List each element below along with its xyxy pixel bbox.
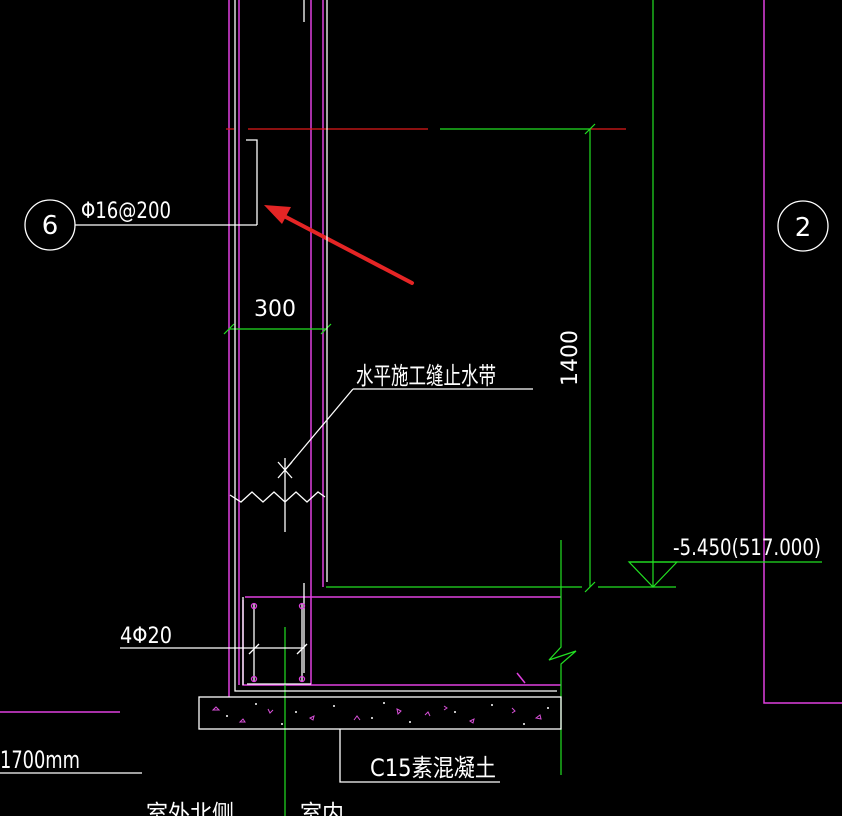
hatch-dot <box>409 721 411 723</box>
grid-axis-2-label: 2 <box>795 213 812 243</box>
grid-axis-6-label: 6 <box>42 211 59 241</box>
dim-width-label: 300 <box>254 297 296 322</box>
hatch-dot <box>371 717 373 719</box>
bottom-rebar-label: 4Φ20 <box>120 624 172 649</box>
rebar-dot <box>250 675 258 683</box>
length-label: 1700mm <box>0 746 80 774</box>
hatch-dot <box>454 711 456 713</box>
hatch-dot <box>523 723 525 725</box>
wall-outline-magenta <box>0 0 842 713</box>
hatch-dot <box>281 723 283 725</box>
elevation-label: -5.450(517.000) <box>673 536 821 561</box>
rebar-spec-label: Φ16@200 <box>81 199 171 224</box>
rebar-dot <box>298 675 306 683</box>
concrete-dots <box>226 702 549 725</box>
hatch-dot <box>333 705 335 707</box>
hatch-dot <box>547 707 549 709</box>
grid-axis-2-bubble <box>777 200 829 252</box>
rebar-dots <box>250 602 306 683</box>
concrete-label: C15素混凝土 <box>370 754 496 782</box>
waterstop-label: 水平施工缝止水带 <box>356 362 496 390</box>
hatch-dot <box>295 711 297 713</box>
dim-height-label: 1400 <box>558 330 583 386</box>
rebar-dot <box>250 602 258 610</box>
hatch-dot <box>226 715 228 717</box>
annotation-arrow[interactable] <box>264 205 414 285</box>
rebar-dot <box>298 602 306 610</box>
hatch-dot <box>491 704 493 706</box>
outside-label: 室外北侧 <box>146 800 234 816</box>
hatch-dot <box>255 703 257 705</box>
white-lines <box>0 0 829 783</box>
concrete-hatch <box>211 705 542 724</box>
green-lines <box>223 0 822 816</box>
inside-label: 室内 <box>300 800 344 816</box>
hatch-dot <box>383 702 385 704</box>
